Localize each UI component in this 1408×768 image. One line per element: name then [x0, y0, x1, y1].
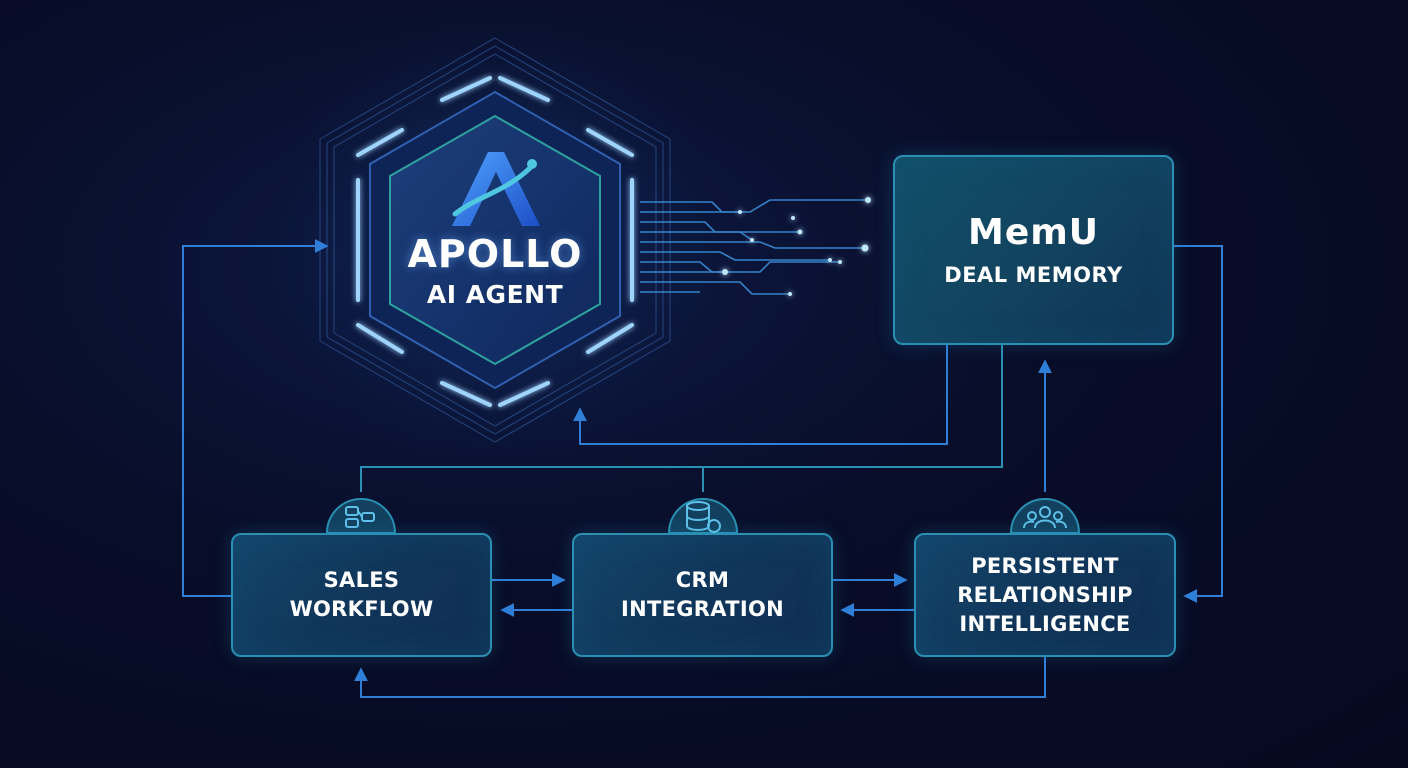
sales-label-line-1: SALES: [323, 568, 400, 592]
memory-subtitle: DEAL MEMORY: [944, 263, 1123, 287]
crm-label-line-2: INTEGRATION: [621, 597, 784, 621]
workflow-icon: [325, 498, 397, 534]
apollo-agent-node: APOLLO AI AGENT: [355, 230, 635, 312]
crm-label-line-1: CRM: [675, 568, 730, 592]
persistent-label-line-1: PERSISTENT: [971, 553, 1119, 578]
circuit-nodes: [722, 197, 871, 296]
persistent-label-line-2: RELATIONSHIP: [957, 582, 1133, 607]
sales-label-line-2: WORKFLOW: [289, 597, 434, 621]
persistent-relationship-intelligence-node: PERSISTENT RELATIONSHIP INTELLIGENCE: [914, 533, 1176, 657]
memu-deal-memory-node: MemU DEAL MEMORY: [893, 155, 1174, 345]
agent-title: APOLLO: [407, 232, 583, 276]
agent-subtitle: AI AGENT: [426, 280, 564, 309]
hex-glow-border: [356, 76, 634, 407]
crm-integration-node: CRM INTEGRATION: [572, 533, 833, 657]
memory-title: MemU: [968, 212, 1099, 253]
sales-workflow-node: SALES WORKFLOW: [231, 533, 492, 657]
connectors: [182, 239, 1223, 698]
people-group-icon: [1009, 498, 1081, 534]
database-sync-icon: [667, 498, 739, 534]
persistent-label-line-3: INTELLIGENCE: [959, 611, 1131, 636]
apollo-logo-icon: [452, 152, 540, 226]
circuit-traces: [640, 199, 868, 295]
hex-rings: [319, 37, 671, 443]
hex-inner: [389, 114, 601, 366]
